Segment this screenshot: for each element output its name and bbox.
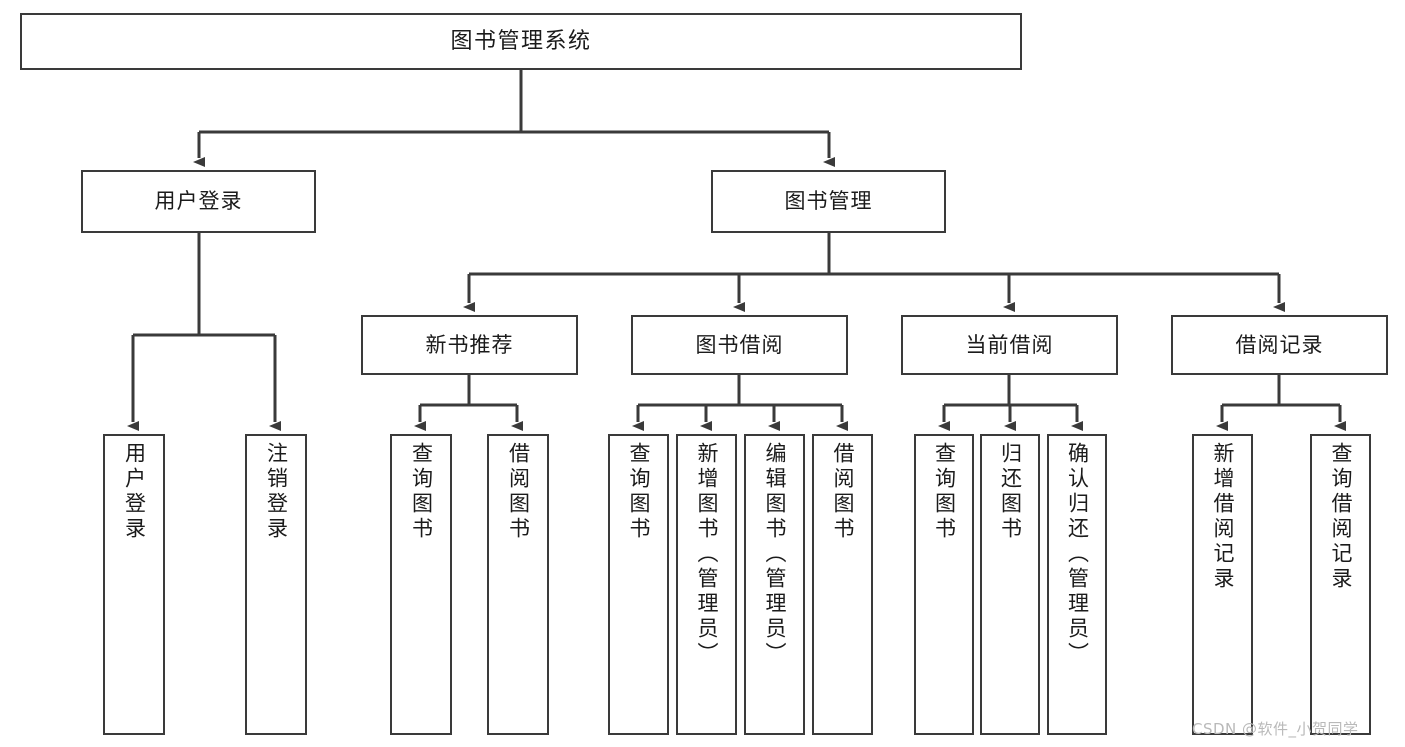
node-label: 图书管理系统 bbox=[450, 28, 592, 54]
leaf-current-borrow-query[interactable]: 查询图书 bbox=[914, 434, 974, 735]
leaf-book-borrow-borrow[interactable]: 借阅图书 bbox=[812, 434, 873, 735]
node-label: 查询图书 bbox=[409, 442, 434, 542]
node-label: 查询图书 bbox=[932, 442, 957, 542]
leaf-current-borrow-confirm-admin[interactable]: 确认归还（管理员） bbox=[1047, 434, 1107, 735]
node-label: 借阅记录 bbox=[1235, 332, 1324, 357]
node-label: 图书管理 bbox=[784, 189, 873, 214]
node-label: 新增图书（管理员） bbox=[695, 442, 719, 667]
node-label: 新增借阅记录 bbox=[1211, 442, 1235, 592]
node-book-borrow[interactable]: 图书借阅 bbox=[631, 315, 848, 375]
node-label: 确认归还（管理员） bbox=[1065, 442, 1090, 667]
leaf-borrow-record-query[interactable]: 查询借阅记录 bbox=[1310, 434, 1371, 735]
node-root-book-management-system[interactable]: 图书管理系统 bbox=[20, 13, 1022, 70]
leaf-book-borrow-edit-admin[interactable]: 编辑图书（管理员） bbox=[744, 434, 805, 735]
node-label: 借阅图书 bbox=[831, 442, 855, 542]
node-user-login[interactable]: 用户登录 bbox=[81, 170, 316, 233]
leaf-book-borrow-add-admin[interactable]: 新增图书（管理员） bbox=[676, 434, 737, 735]
leaf-user-login-login[interactable]: 用户登录 bbox=[103, 434, 165, 735]
node-label: 编辑图书（管理员） bbox=[763, 442, 787, 667]
node-label: 查询借阅记录 bbox=[1329, 442, 1353, 592]
node-label: 新书推荐 bbox=[425, 332, 514, 357]
leaf-current-borrow-return[interactable]: 归还图书 bbox=[980, 434, 1040, 735]
node-borrow-record[interactable]: 借阅记录 bbox=[1171, 315, 1388, 375]
node-label: 借阅图书 bbox=[506, 442, 531, 542]
leaf-new-book-borrow[interactable]: 借阅图书 bbox=[487, 434, 549, 735]
leaf-new-book-query[interactable]: 查询图书 bbox=[390, 434, 452, 735]
node-label: 归还图书 bbox=[998, 442, 1023, 542]
leaf-book-borrow-query[interactable]: 查询图书 bbox=[608, 434, 669, 735]
node-new-book-recommend[interactable]: 新书推荐 bbox=[361, 315, 578, 375]
node-label: 用户登录 bbox=[154, 189, 243, 214]
csdn-watermark: CSDN @软件_小贺同学 bbox=[1192, 720, 1359, 738]
leaf-borrow-record-add[interactable]: 新增借阅记录 bbox=[1192, 434, 1253, 735]
node-label: 当前借阅 bbox=[965, 332, 1054, 357]
node-label: 图书借阅 bbox=[695, 332, 784, 357]
node-label: 用户登录 bbox=[122, 442, 147, 542]
node-label: 注销登录 bbox=[264, 442, 289, 542]
node-label: 查询图书 bbox=[627, 442, 651, 542]
node-book-management[interactable]: 图书管理 bbox=[711, 170, 946, 233]
leaf-user-login-logout[interactable]: 注销登录 bbox=[245, 434, 307, 735]
node-current-borrow[interactable]: 当前借阅 bbox=[901, 315, 1118, 375]
